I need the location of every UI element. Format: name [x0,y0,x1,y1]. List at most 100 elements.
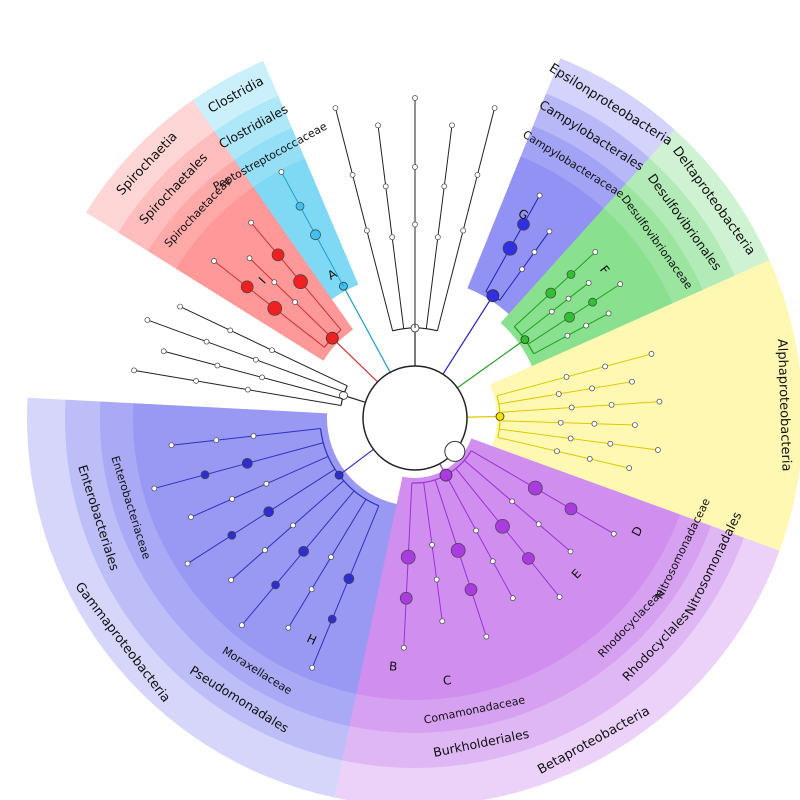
leaf-node-gamma [263,506,275,518]
sector-order-nitro [465,438,744,604]
leaf-branch-gamma [241,490,355,626]
leaf-node-delta [592,249,599,255]
leaf-node-gamma [285,624,292,631]
leaf-node-gamma [343,573,355,585]
leaf-node-beta [610,530,617,537]
sector-order-burk [342,467,616,769]
leaf-branch-delta [533,313,609,355]
clade-sectors [27,58,800,800]
leaf-node-clost [310,229,321,241]
leaf-branch-gamma [287,499,367,628]
sector-family-rhodo [449,449,683,677]
leaf-branch-none [133,369,342,406]
leaf-node-spiro [292,299,298,306]
leaf-node-alpha [632,422,638,428]
leaf-node-alpha [554,448,560,455]
leaf-node-gamma [239,622,245,629]
leaf-node-gamma [229,496,235,502]
leaf-node-alpha [557,419,564,426]
leaf-node-delta [585,280,592,286]
leaf-node-beta [535,521,542,528]
leaf-branch-alpha [499,428,658,451]
leaf-node-none [460,227,466,234]
leaf-branch-none [377,125,405,329]
leaf-node-gamma [327,614,337,624]
leaf-node-delta [566,270,576,279]
sector-inner-pseudo [192,472,397,694]
leaf-node-beta [464,583,478,596]
leaf-node-none [160,348,167,355]
sector-order-entero [65,399,346,634]
sector-inner-clostord [253,158,359,300]
leaf-node-beta [527,480,543,496]
leaf-node-none [412,221,418,228]
leaf-node-delta [564,332,571,339]
biomarker-label-C: C [442,673,452,688]
leaf-branch-beta [470,450,615,535]
leaf-node-none [364,227,370,234]
leaf-node-clost [278,169,285,175]
leaf-branch-eps [499,231,550,301]
root-node [444,440,466,462]
leaf-node-none [214,362,221,369]
leaf-node-gamma [184,560,191,567]
leaf-node-alpha [586,456,593,462]
leaf-branch-alpha [499,401,660,413]
leaf-node-none [389,234,396,241]
leaf-branch-gamma [154,442,324,489]
sector-beta [334,438,780,800]
sector-inner-burk [356,467,577,700]
leaf-node-none [203,338,210,345]
sector-family-desulfo [500,183,703,366]
leaf-node-beta [433,576,440,583]
leaf-node-none [144,317,151,323]
leaf-branch-gamma [230,480,345,581]
root-ring [362,365,468,471]
leaf-node-beta [399,591,413,605]
leaf-branch-none [179,306,348,387]
leaf-node-alpha [567,435,574,442]
sector-inner-rhodo [449,449,655,650]
leaf-node-none [131,367,137,374]
leaf-node-none [177,303,183,310]
leaf-node-none [491,105,498,111]
leaf-node-beta [450,543,466,558]
leaf-node-none [412,95,418,101]
leaf-branch-gamma [171,428,321,446]
leaf-node-alpha [602,363,608,370]
node-alpha [495,412,505,421]
leaf-branch-alpha [497,436,630,469]
sector-inner-entero [133,403,346,592]
sector-alpha [489,260,800,551]
leaf-node-spiro [211,258,217,264]
sector-family-burk [349,467,596,734]
branch-eps [442,295,494,375]
leaf-node-none [245,386,251,393]
leaf-node-gamma [309,664,316,671]
leaf-node-none [434,234,441,241]
sector-inner-campy [467,156,604,314]
sector-order-clostord [214,95,359,300]
leaf-node-none [449,122,455,129]
leaf-node-gamma [298,545,309,557]
sector-family-entero [100,401,346,612]
leaf-branch-none [334,107,394,331]
sector-family-nitro [465,438,712,585]
sector-eps [467,58,675,314]
node-eps [486,289,500,303]
leaf-node-alpha [591,420,598,427]
leaf-node-delta [545,287,557,299]
leaf-branch-delta [513,251,596,327]
leaf-node-spiro [271,279,278,286]
node-delta [520,335,530,345]
branch-spiro [331,337,379,383]
leaf-node-gamma [227,530,237,540]
leaf-node-gamma [263,480,270,487]
leaf-node-gamma [290,522,296,529]
leaf-branch-beta [403,482,413,648]
leaf-node-gamma [262,547,268,554]
leaf-node-eps [531,249,538,255]
leaf-node-delta [564,311,575,323]
